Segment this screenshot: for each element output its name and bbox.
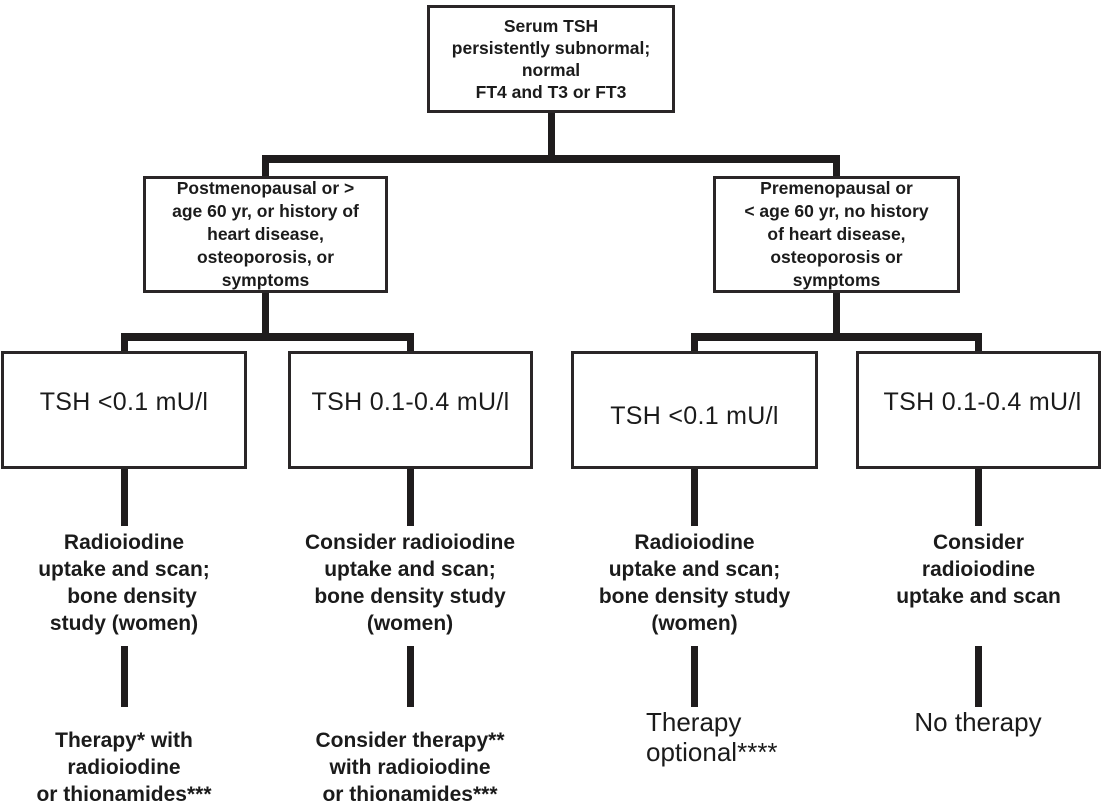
text-line: Radioiodine [634,531,755,554]
text-line: with radioiodine [329,756,491,779]
text-line: Consider radioiodine [304,531,516,554]
text-line: bone density study [314,585,506,608]
text-line: < age 60 yr, no history [744,201,929,221]
tsh-box-1: TSH <0.1 mU/l [1,351,247,469]
text-line: Consider [932,531,1024,554]
connector-left-tsh-elbow-2 [407,333,414,352]
connector-root-stem [548,112,555,157]
text-line: symptoms [221,270,310,290]
action-label-2: Consider radioiodine uptake and scan; bo… [290,529,530,637]
connector-therapy-stem-3 [691,646,698,707]
connector-action-stem-3 [691,468,698,526]
text-line: of heart disease, [767,224,906,244]
connector-branch-bar [262,155,840,163]
text-line: Consider therapy** [315,729,505,752]
connector-right-branch-stem [833,292,840,334]
connector-left-branch-stem [262,292,269,334]
text-line: persistently subnormal; [451,38,651,58]
connector-branch-elbow-left [262,155,269,177]
text-line: uptake and scan; [38,558,210,581]
text-line: uptake and scan; [324,558,496,581]
action-label-1: Radioiodine uptake and scan; bone densit… [4,529,244,637]
text-line: uptake and scan [896,585,1061,608]
connector-right-tsh-bar [691,333,982,341]
text-line: radioiodine [67,756,181,779]
therapy-label-1: Therapy* with radioiodine or thionamides… [4,727,244,808]
action-label-4: Consider radioiodine uptake and scan [858,529,1099,610]
text-line: symptoms [792,270,881,290]
text-line: heart disease, [207,224,324,244]
text-line: (women) [651,612,738,635]
connector-therapy-stem-4 [975,646,982,707]
connector-branch-elbow-right [833,155,840,177]
text-line: Premenopausal or [760,178,913,198]
therapy-label-2: Consider therapy** with radioiodine or t… [290,727,530,808]
text-line: (women) [366,612,454,635]
tsh-box-4: TSH 0.1-0.4 mU/l [856,351,1101,469]
text-line: study (women) [49,612,199,635]
branch-box-premenopausal: Premenopausal or < age 60 yr, no history… [713,176,960,293]
text-line: No therapy [914,707,1042,737]
text-line: osteoporosis, or [196,247,335,267]
text-line: FT4 and T3 or FT3 [475,82,627,102]
text-line: Radioiodine [63,531,185,554]
text-line: bone density study [598,585,791,608]
tsh-box-2: TSH 0.1-0.4 mU/l [288,351,533,469]
connector-action-stem-1 [121,468,128,526]
text-line: osteoporosis or [770,247,903,267]
therapy-label-4: No therapy [878,707,1078,737]
connector-left-tsh-elbow-1 [121,333,128,352]
text-line: or thionamides*** [322,783,498,806]
text-line: TSH 0.1-0.4 mU/l [883,388,1082,416]
text-line: uptake and scan; [608,558,781,581]
text-line: TSH 0.1-0.4 mU/l [311,388,510,416]
text-line: bone density [67,585,197,608]
connector-right-tsh-elbow-1 [691,333,698,352]
connector-left-tsh-bar [121,333,414,341]
tsh-box-3: TSH <0.1 mU/l [571,351,818,469]
text-line: optional**** [646,737,778,767]
text-line: or thionamides*** [36,783,212,806]
connector-right-tsh-elbow-2 [975,333,982,352]
therapy-label-3: Therapy optional**** [646,707,846,767]
text-line: Serum TSH [503,16,599,36]
connector-therapy-stem-2 [407,646,414,707]
branch-box-postmenopausal: Postmenopausal or > age 60 yr, or histor… [143,176,388,293]
connector-action-stem-2 [407,468,414,526]
text-line: normal [521,60,581,80]
root-box: Serum TSH persistently subnormal; normal… [427,5,675,113]
text-line: radioiodine [921,558,1036,581]
action-label-3: Radioiodine uptake and scan; bone densit… [574,529,815,637]
text-line: age 60 yr, or history of [172,201,359,221]
text-line: TSH <0.1 mU/l [610,402,779,430]
connector-action-stem-4 [975,468,982,526]
text-line: Therapy [646,707,742,737]
text-line: Therapy* with [55,729,193,752]
connector-therapy-stem-1 [121,646,128,707]
text-line: TSH <0.1 mU/l [39,388,209,416]
text-line: Postmenopausal or > [176,178,355,198]
